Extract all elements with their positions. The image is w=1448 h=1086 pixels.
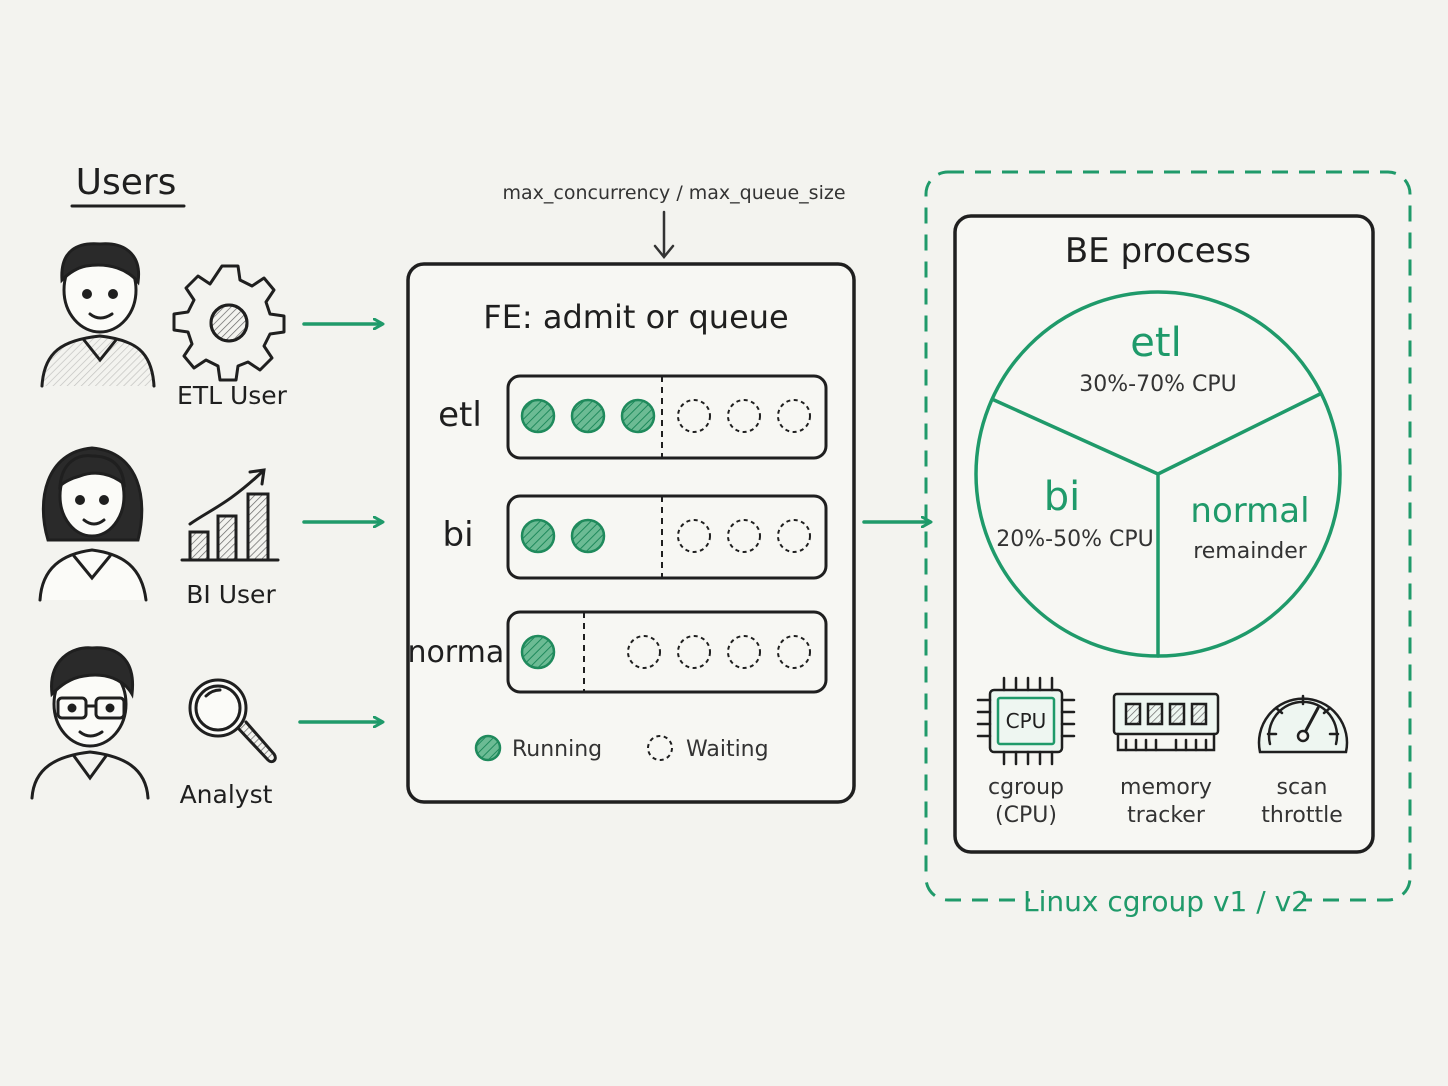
resource-label-cgroup-2: (CPU) <box>995 803 1057 828</box>
cpu-chip-text: CPU <box>1006 709 1047 733</box>
queue-row-bi: bi <box>442 494 828 580</box>
gear-icon <box>172 264 286 382</box>
queue-name-normal: normal <box>407 635 512 670</box>
waiting-slot <box>777 635 811 669</box>
cgroup-section: Linux cgroup v1 / v2 BE process etl 30%-… <box>924 170 1412 920</box>
resource-label-memory-1: memory <box>1120 775 1212 800</box>
waiting-slot <box>627 635 661 669</box>
legend-running-icon <box>474 734 502 762</box>
group-name-etl: etl <box>1130 320 1181 366</box>
resource-label-memory-2: tracker <box>1127 803 1206 828</box>
wheel-divider-right <box>1156 392 1322 476</box>
waiting-slot <box>677 519 711 553</box>
waiting-slot <box>677 399 711 433</box>
waiting-slot <box>777 519 811 553</box>
legend-waiting-icon <box>647 735 673 761</box>
config-arrow <box>653 210 675 259</box>
group-share-etl: 30%-70% CPU <box>1079 372 1236 397</box>
running-slot <box>570 398 606 434</box>
legend-running-label: Running <box>512 737 602 762</box>
group-share-normal: remainder <box>1193 539 1308 564</box>
users-heading: Users <box>76 162 177 203</box>
group-name-normal: normal <box>1190 491 1309 531</box>
waiting-slot <box>777 399 811 433</box>
resource-label-scan-1: scan <box>1277 775 1328 800</box>
waiting-slot <box>727 399 761 433</box>
queue-slots-bi <box>520 518 811 554</box>
legend-waiting-label: Waiting <box>686 737 769 762</box>
speed-gauge-icon <box>1257 694 1349 754</box>
waiting-slot <box>727 519 761 553</box>
users-section: Users ETL User <box>30 162 288 809</box>
running-slot <box>620 398 656 434</box>
resource-group-wheel <box>974 290 1342 658</box>
cpu-chip-icon <box>976 676 1076 766</box>
queue-row-normal: normal <box>407 610 828 694</box>
cgroup-label: Linux cgroup v1 / v2 <box>1023 885 1309 918</box>
queue-name-etl: etl <box>438 395 482 435</box>
fe-legend: Running Waiting <box>474 734 769 762</box>
running-slot <box>570 518 606 554</box>
fe-title: FE: admit or queue <box>483 298 788 336</box>
memory-module-icon <box>1112 692 1220 752</box>
running-slot <box>520 398 556 434</box>
cgroup-label-background <box>1030 880 1302 920</box>
fe-section: max_concurrency / max_queue_size FE: adm… <box>406 182 856 804</box>
magnifier-icon <box>188 678 277 764</box>
group-name-bi: bi <box>1044 474 1081 520</box>
running-slot <box>520 518 556 554</box>
queue-track-bi <box>506 494 828 580</box>
queue-row-etl: etl <box>438 374 828 460</box>
queue-slots-etl <box>520 398 811 434</box>
queue-name-bi: bi <box>442 515 473 555</box>
fe-config-label: max_concurrency / max_queue_size <box>502 182 845 204</box>
user-label-bi: BI User <box>186 580 276 609</box>
be-title: BE process <box>1065 231 1251 271</box>
wheel-divider-left <box>992 398 1160 476</box>
person-analyst-icon <box>30 646 150 800</box>
resource-label-scan-2: throttle <box>1261 803 1343 828</box>
person-bi-user-icon <box>38 446 148 602</box>
running-slot <box>520 634 556 670</box>
user-label-analyst: Analyst <box>180 780 273 809</box>
bar-chart-icon <box>180 468 280 562</box>
queue-track-etl <box>506 374 828 460</box>
person-etl-user-icon <box>40 242 156 388</box>
group-share-bi: 20%-50% CPU <box>996 527 1153 552</box>
queue-track-normal <box>506 610 828 694</box>
waiting-slot <box>677 635 711 669</box>
user-label-etl: ETL User <box>177 381 288 410</box>
waiting-slot <box>727 635 761 669</box>
queue-slots-normal <box>520 634 811 670</box>
user-to-fe-arrows <box>298 324 382 722</box>
resource-label-cgroup-1: cgroup <box>988 775 1064 800</box>
